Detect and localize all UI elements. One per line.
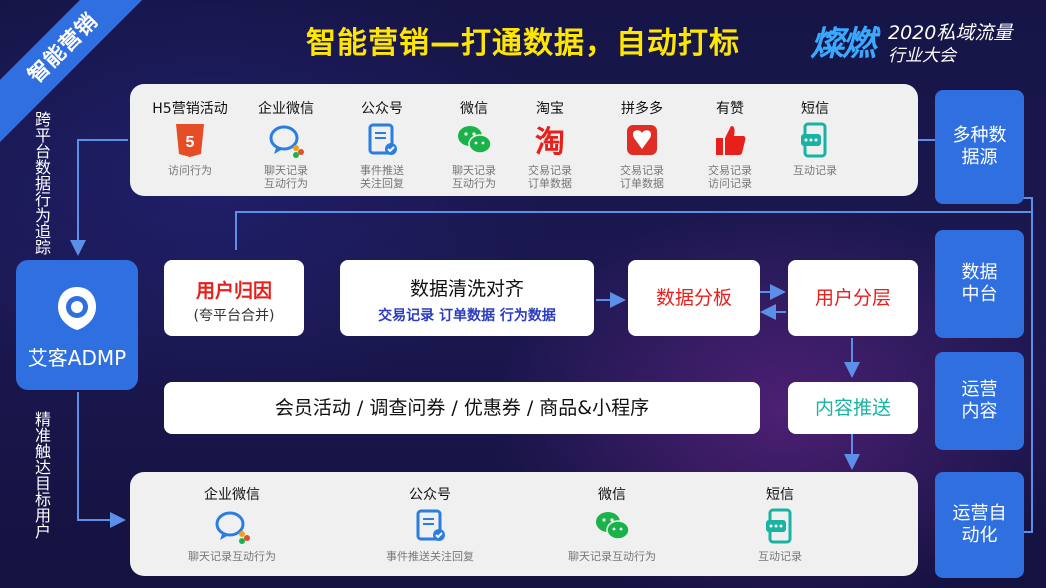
wechat-icon xyxy=(458,126,492,154)
cleaning-title: 数据清洗对齐 xyxy=(409,278,524,300)
user-layering-box: 用户分层 xyxy=(788,260,918,336)
channel-desc: 交易记录 xyxy=(620,164,664,177)
block-line: 数据 xyxy=(961,262,998,283)
content-push-box: 内容推送 xyxy=(788,382,918,434)
multi-source-block: 多种数据源 xyxy=(935,90,1024,204)
bottom-channel-sms: 短信 互动记录 xyxy=(742,484,818,563)
attribution-title: 用户归因 xyxy=(195,280,272,302)
block-line: 动化 xyxy=(961,525,998,546)
wechat-icon xyxy=(596,512,630,540)
channel-desc: 聊天记录 xyxy=(452,164,496,177)
channel-name: 企业微信 xyxy=(204,487,260,503)
channel-desc: 订单数据 xyxy=(620,177,664,190)
data-analysis-box: 数据分板 xyxy=(628,260,760,336)
svg-text:5: 5 xyxy=(186,134,195,151)
channel-taobao: 淘宝 淘 交易记录 订单数据 xyxy=(512,98,588,190)
channel-name: 短信 xyxy=(801,101,829,117)
pinduoduo-icon xyxy=(627,125,657,155)
channel-desc: 互动记录 xyxy=(758,550,802,563)
official-account-icon xyxy=(416,509,445,541)
operation-content-block: 运营内容 xyxy=(935,352,1024,450)
block-line: 据源 xyxy=(961,147,998,168)
sms-icon xyxy=(801,122,827,158)
block-line: 中台 xyxy=(961,284,998,305)
channel-pinduoduo: 拼多多 交易记录 订单数据 xyxy=(604,98,680,190)
admp-label: 艾客ADMP xyxy=(27,346,127,370)
channel-desc: 访问记录 xyxy=(708,177,752,190)
svg-text:淘: 淘 xyxy=(535,125,565,158)
channel-desc: 交易记录 xyxy=(528,164,572,177)
block-line: 内容 xyxy=(961,401,998,422)
channel-desc: 访问行为 xyxy=(168,164,212,177)
taobao-icon: 淘 xyxy=(535,125,565,160)
data-cleaning-box: 数据清洗对齐 交易记录 订单数据 行为数据 xyxy=(340,260,594,336)
channel-h5: H5营销活动 5 访问行为 xyxy=(146,98,234,177)
channel-desc: 交易记录 xyxy=(708,164,752,177)
channel-name: 有赞 xyxy=(716,101,744,117)
channel-name: 短信 xyxy=(766,487,794,503)
block-line: 运营 xyxy=(961,379,998,400)
wecom-icon xyxy=(269,125,304,158)
channel-name: 企业微信 xyxy=(258,101,314,117)
channel-desc: 互动记录 xyxy=(793,164,837,177)
page-title: 智能营销—打通数据，自动打标 xyxy=(306,26,740,61)
admp-block: 艾客ADMP xyxy=(16,260,138,390)
channel-desc: 互动行为 xyxy=(452,177,496,190)
block-line: 多种数 xyxy=(952,125,1007,146)
bottom-channel-wecom: 企业微信 聊天记录互动行为 xyxy=(182,484,282,563)
cross-platform-label: 跨平台数据行为追踪 xyxy=(34,110,51,257)
channel-name: 公众号 xyxy=(409,487,451,503)
channel-youzan: 有赞 交易记录 访问记录 xyxy=(692,98,768,190)
channel-desc: 聊天记录互动行为 xyxy=(568,550,656,563)
data-platform-block: 数据中台 xyxy=(935,230,1024,338)
operation-automation-block: 运营自动化 xyxy=(935,472,1024,578)
channel-desc: 聊天记录互动行为 xyxy=(188,550,276,563)
block-line: 运营自 xyxy=(952,503,1007,524)
channel-desc: 互动行为 xyxy=(264,177,308,190)
official-account-icon xyxy=(368,123,397,155)
channel-name: 公众号 xyxy=(361,101,403,117)
channel-name: 微信 xyxy=(460,101,488,117)
channel-desc: 聊天记录 xyxy=(264,164,308,177)
conference-logo: 燦燃 2020私域流量 行业大会 xyxy=(810,14,1040,66)
channel-wechat: 微信 聊天记录 互动行为 xyxy=(436,98,512,190)
attribution-subtitle: (夸平台合并) xyxy=(193,308,275,324)
html5-icon: 5 xyxy=(176,124,204,157)
activities-box: 会员活动 / 调查问券 / 优惠券 / 商品&小程序 xyxy=(164,382,760,434)
channel-desc: 事件推送 xyxy=(360,164,404,177)
bottom-channels-panel: 企业微信 聊天记录互动行为 公众号 事件推送关注回复 微信 聊天记录互动行为 短… xyxy=(130,472,918,576)
channel-name: 淘宝 xyxy=(536,101,564,117)
precise-reach-label: 精准触达目标用户 xyxy=(34,410,51,541)
channel-name: H5营销活动 xyxy=(152,101,228,117)
bottom-channel-official-account: 公众号 事件推送关注回复 xyxy=(380,484,480,563)
logo-line1: 2020私域流量 xyxy=(888,22,1013,44)
wecom-icon xyxy=(215,511,250,544)
youzan-icon xyxy=(716,126,746,155)
top-channels-panel: H5营销活动 5 访问行为 企业微信 聊天记录 互动行为 公众号 事件推送 关注… xyxy=(130,84,918,196)
channel-official-account: 公众号 事件推送 关注回复 xyxy=(344,98,420,190)
channel-name: 微信 xyxy=(598,487,626,503)
admp-icon xyxy=(58,287,96,330)
cleaning-subtitle: 交易记录 订单数据 行为数据 xyxy=(378,308,556,324)
channel-sms: 短信 互动记录 xyxy=(780,98,850,177)
channel-wecom: 企业微信 聊天记录 互动行为 xyxy=(246,98,326,190)
logo-line2: 行业大会 xyxy=(888,46,956,66)
bottom-channel-wechat: 微信 聊天记录互动行为 xyxy=(562,484,662,563)
logo-mark: 燦燃 xyxy=(810,24,876,64)
channel-desc: 关注回复 xyxy=(360,177,404,190)
channel-desc: 事件推送关注回复 xyxy=(386,550,474,563)
channel-name: 拼多多 xyxy=(621,101,663,117)
user-attribution-box: 用户归因 (夸平台合并) xyxy=(164,260,304,336)
sms-icon xyxy=(766,508,792,544)
channel-desc: 订单数据 xyxy=(528,177,572,190)
